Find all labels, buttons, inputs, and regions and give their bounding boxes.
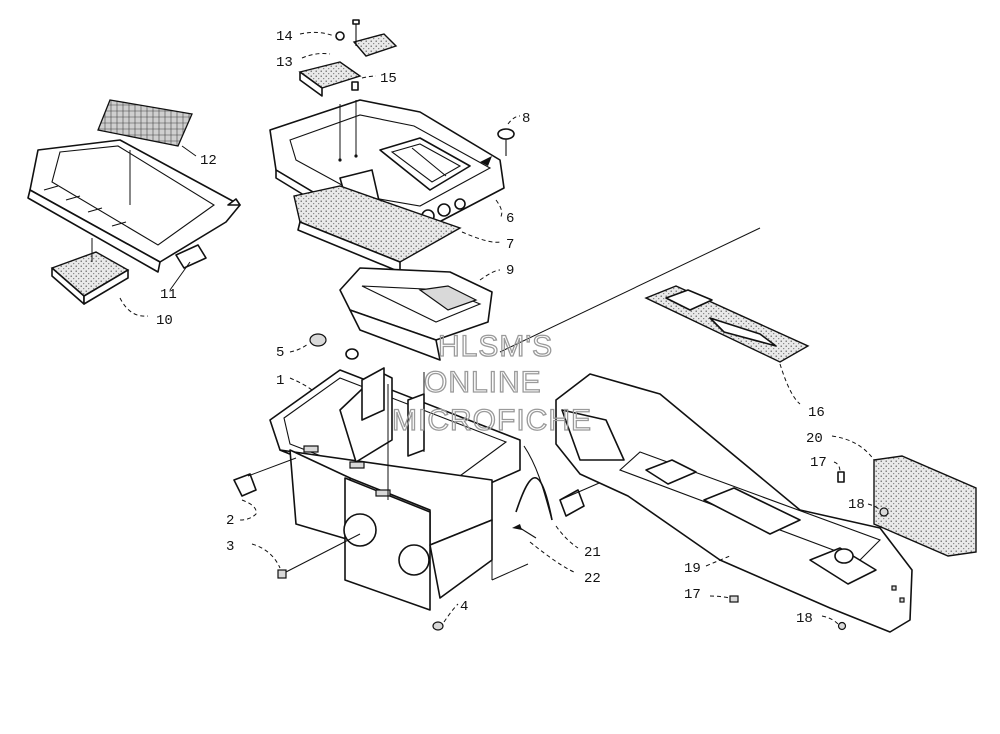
watermark-line-2: ONLINE: [424, 366, 542, 399]
part-22-screw: [491, 524, 575, 581]
callout-2: 2: [226, 513, 234, 529]
part-12-screen: [97, 99, 197, 157]
callout-21: 21: [584, 545, 601, 561]
callout-18: 18: [848, 497, 865, 513]
part-19-console: [555, 373, 913, 633]
callout-11: 11: [160, 287, 177, 303]
part-20-foam-block: [831, 435, 977, 557]
callout-4: 4: [460, 599, 468, 615]
part-21-tube: [515, 445, 585, 549]
part-8-push-pin: [497, 115, 521, 156]
callout-5: 5: [276, 345, 284, 361]
callout-1: 1: [276, 373, 284, 389]
alignment-line: [499, 227, 761, 353]
callout-17: 17: [810, 455, 827, 471]
watermark-line-3: MICROFICHE: [392, 404, 592, 437]
callout-3: 3: [226, 539, 234, 555]
callout-15: 15: [380, 71, 397, 87]
callout-22: 22: [584, 571, 601, 587]
part-10-foam-pad: [50, 238, 149, 317]
callout-17: 17: [684, 587, 701, 603]
callout-labels: 14 13 15 8 12 6 7 9 11 10 5 1 16 20 17 1…: [156, 29, 865, 627]
callout-13: 13: [276, 55, 293, 71]
watermark-line-1: HLSM'S: [438, 330, 553, 363]
part-15-clip: [351, 75, 377, 91]
part-13-bracket: [298, 33, 398, 97]
part-2-clip: [233, 457, 297, 521]
part-4-plug: [432, 603, 459, 631]
callout-8: 8: [522, 111, 530, 127]
part-16-gasket: [644, 285, 810, 405]
part-9-housing: [339, 267, 501, 361]
callout-16: 16: [808, 405, 825, 421]
part-18-nut: [821, 503, 889, 631]
callout-6: 6: [506, 211, 514, 227]
part-14-screw: [299, 19, 360, 46]
part-3-nut: [251, 533, 361, 579]
watermark: HLSM'S ONLINE MICROFICHE: [391, 329, 592, 437]
part-5-grommet: [289, 333, 359, 360]
callout-10: 10: [156, 313, 173, 329]
part-17-screw: [709, 461, 845, 603]
part-11-cover: [27, 139, 241, 291]
callout-20: 20: [806, 431, 823, 447]
callout-19: 19: [684, 561, 701, 577]
callout-18: 18: [796, 611, 813, 627]
callout-9: 9: [506, 263, 514, 279]
callout-12: 12: [200, 153, 217, 169]
callout-14: 14: [276, 29, 293, 45]
callout-7: 7: [506, 237, 514, 253]
